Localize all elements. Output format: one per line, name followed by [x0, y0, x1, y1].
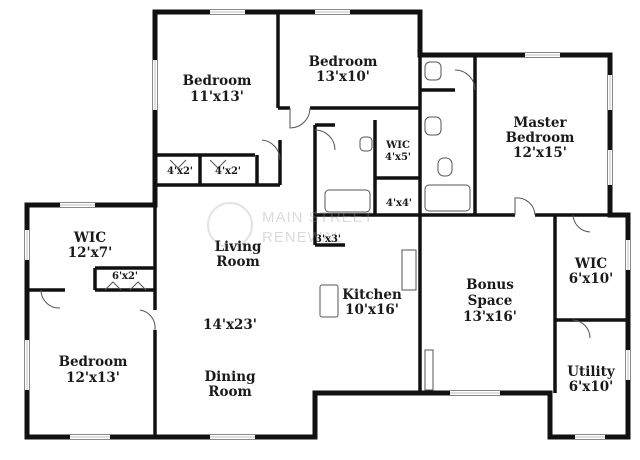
room-dim-wic-left: 12'x7'	[68, 245, 113, 261]
room-name-utility: Utility	[567, 364, 616, 380]
window-lines	[26, 11, 629, 438]
room-name-bonus-1: Bonus	[466, 277, 514, 293]
great-room-dim: 14'x23'	[203, 317, 257, 333]
interior-walls	[27, 12, 628, 437]
room-dim-master: 12'x15'	[513, 145, 567, 161]
pantry-dim: 3'x3'	[315, 234, 341, 245]
fixtures	[319, 61, 471, 391]
room-name-dining-1: Dining	[204, 369, 256, 385]
room-name-wic-top: WIC	[385, 140, 410, 151]
room-name-bedroom-bottom-left: Bedroom	[59, 354, 128, 370]
room-dim-wic-right: 6'x10'	[569, 271, 614, 287]
room-dim-bedroom-top-left: 11'x13'	[190, 89, 244, 105]
room-labels: Bedroom 11'x13' Bedroom 13'x10' WIC 4'x5…	[59, 54, 616, 400]
room-name-wic-left: WIC	[73, 230, 106, 246]
hall-closet-dim: 4'x4'	[386, 198, 412, 209]
closet-c-dim: 6'x2'	[112, 271, 138, 282]
room-name-bonus-2: Space	[468, 293, 513, 309]
room-dim-kitchen: 10'x16'	[345, 302, 399, 318]
closet-a-dim: 4'x2'	[167, 166, 193, 177]
room-dim-utility: 6'x10'	[569, 379, 614, 395]
room-name-living-2: Room	[216, 254, 260, 270]
doors	[40, 69, 591, 339]
room-dim-wic-top: 4'x5'	[385, 152, 411, 163]
room-name-dining-2: Room	[208, 384, 252, 400]
room-dim-bedroom-top-mid: 13'x10'	[316, 69, 370, 85]
closet-b-dim: 4'x2'	[215, 166, 241, 177]
room-name-master-1: Master	[513, 115, 567, 131]
watermark-logo-icon	[207, 202, 253, 248]
room-name-bedroom-top-mid: Bedroom	[309, 54, 378, 70]
room-name-bedroom-top-left: Bedroom	[183, 73, 252, 89]
watermark: MAIN STREET RENEWAL	[207, 202, 374, 248]
exterior-walls	[24, 9, 631, 440]
watermark-line1: MAIN STREET	[262, 209, 374, 226]
room-name-living-1: Living	[215, 239, 262, 255]
room-name-kitchen: Kitchen	[342, 287, 402, 303]
watermark-line2: RENEWAL	[262, 229, 343, 246]
room-name-master-2: Bedroom	[506, 130, 575, 146]
room-name-wic-right: WIC	[574, 256, 607, 272]
room-dim-bonus: 13'x16'	[463, 309, 517, 325]
room-dim-bedroom-bottom-left: 12'x13'	[66, 370, 120, 386]
